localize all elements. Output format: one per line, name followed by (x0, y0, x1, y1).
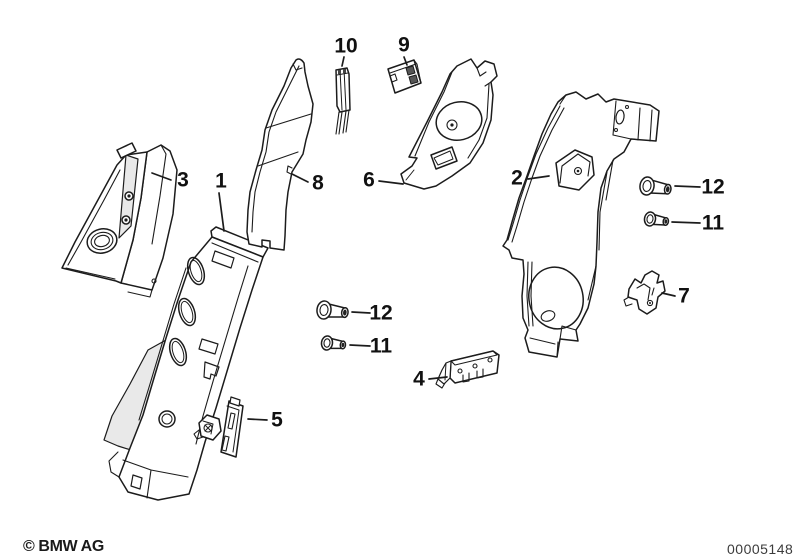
callout-11-middle: 11 (369, 334, 393, 358)
part-4-bracket (435, 350, 500, 389)
part-6-speaker-panel (400, 58, 498, 190)
callout-6: 6 (363, 168, 375, 192)
leader-line-6 (378, 180, 404, 185)
leader-line-11-right (671, 221, 701, 224)
leader-line-4 (428, 376, 448, 380)
part-1-b-pillar-inner-panel (103, 226, 269, 501)
callout-4: 4 (413, 367, 425, 391)
part-12-blind-rivet-nut-middle (316, 300, 349, 320)
leader-line-3 (151, 172, 172, 181)
leader-line-7 (661, 292, 676, 297)
part-7-retaining-clip (623, 270, 666, 315)
callout-12-middle: 12 (369, 301, 393, 325)
copyright-text: © BMW AG (23, 538, 104, 555)
callout-8: 8 (312, 171, 324, 195)
part-8-pillar-trim-strip (246, 58, 314, 251)
part-3-front-side-panel (61, 142, 178, 298)
leader-line-9 (403, 56, 408, 66)
leader-line-11-middle (349, 344, 371, 347)
callout-10: 10 (334, 34, 358, 58)
leader-line-8 (291, 173, 309, 183)
callout-1: 1 (215, 169, 227, 193)
leader-line-2 (527, 175, 550, 180)
callout-11-right: 11 (701, 211, 725, 235)
part-10-seal-strip (335, 67, 351, 135)
callout-3: 3 (177, 168, 189, 192)
part-12-blind-rivet-nut-right (639, 176, 672, 196)
callout-7: 7 (678, 284, 690, 308)
leader-line-5 (247, 418, 268, 421)
part-9-clamp (387, 59, 422, 94)
leader-line-1 (218, 192, 225, 232)
diagram-number: 00005148 (727, 541, 794, 557)
callout-2: 2 (511, 166, 523, 190)
part-11-blind-rivet-right (643, 211, 670, 227)
leader-line-10 (341, 56, 345, 67)
callout-5: 5 (271, 408, 283, 432)
callout-12-right: 12 (701, 175, 725, 199)
part-5-retaining-plate (193, 396, 244, 458)
leader-lines (151, 56, 701, 421)
leader-line-12-right (674, 185, 701, 188)
part-11-blind-rivet-middle (320, 335, 347, 351)
part-2-b-pillar-inner-panel (502, 91, 660, 358)
leader-line-12-middle (351, 311, 371, 314)
callout-9: 9 (398, 33, 410, 57)
